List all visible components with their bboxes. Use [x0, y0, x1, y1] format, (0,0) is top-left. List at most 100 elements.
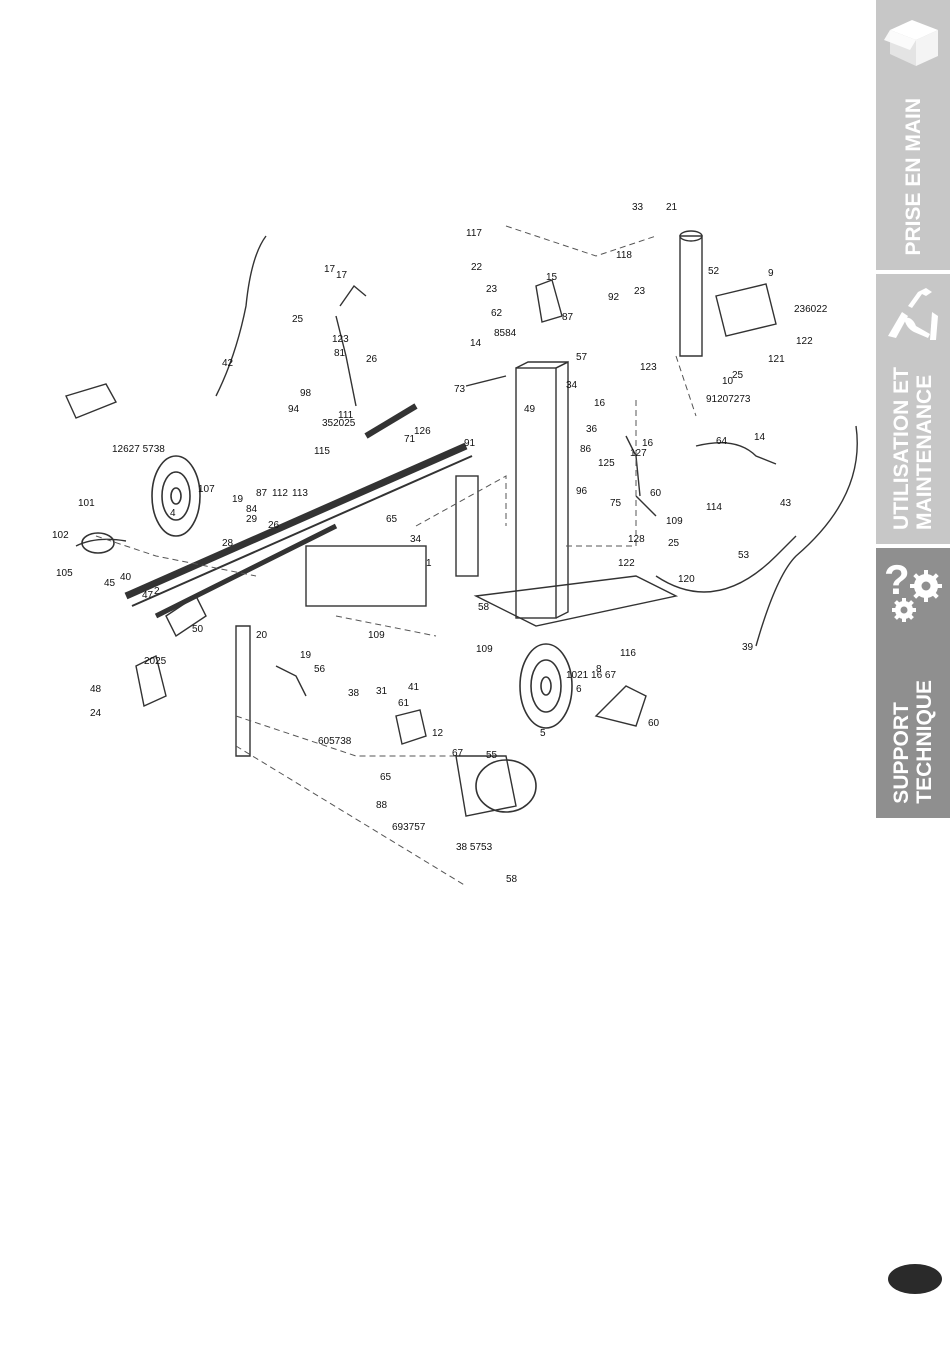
wrench-icon [882, 282, 944, 344]
part-label: 98 [300, 388, 312, 399]
part-label: 45 [104, 578, 116, 589]
part-label: 14 [470, 338, 482, 349]
part-label: 39 [742, 642, 754, 653]
part-label: 88 [376, 800, 388, 811]
part-label: 91 [464, 438, 476, 449]
part-label: 42 [222, 358, 234, 369]
tab-support-technique[interactable]: ? SUPPORT TECHNIQUE [876, 548, 950, 818]
part-label: 23 [486, 284, 498, 295]
tab-utilisation-et-maintenance[interactable]: UTILISATION ET MAINTENANCE [876, 274, 950, 544]
part-label: 8 [596, 664, 602, 675]
part-label: 49 [524, 404, 536, 415]
part-label: 16 [642, 438, 654, 449]
part-label: 26 [366, 354, 378, 365]
part-label: 41 [408, 682, 420, 693]
part-label: 12 [432, 728, 444, 739]
part-labels: 33 21 117 118 22 52 9 15 23 23 92 236022… [52, 202, 828, 885]
part-label: 58 [506, 874, 518, 885]
part-label: 111 [338, 410, 354, 421]
part-label: 121 [768, 354, 785, 365]
part-label: 60 [650, 488, 662, 499]
part-label: 21 [666, 202, 678, 213]
part-label: 52 [708, 266, 720, 277]
part-label: 352025 [322, 418, 356, 429]
part-label: 19 [232, 494, 244, 505]
part-label: 9 [768, 268, 774, 279]
part-label: 12627 5738 [112, 444, 165, 455]
part-label: 122 [618, 558, 635, 569]
part-label: 34 [566, 380, 578, 391]
exploded-parts-diagram: 33 21 117 118 22 52 9 15 23 23 92 236022… [52, 202, 858, 887]
part-label: 25 [668, 538, 680, 549]
part-label: 113 [292, 488, 308, 499]
part-label: 34 [410, 534, 422, 545]
part-label: 117 [466, 228, 482, 239]
part-label: 115 [314, 446, 330, 457]
part-label: 92 [608, 292, 620, 303]
part-label: 22 [471, 262, 483, 273]
part-label: 19 [300, 650, 312, 661]
part-label: 75 [610, 498, 622, 509]
part-label: 127 [630, 448, 647, 459]
part-label: 17 [336, 270, 348, 281]
part-label: 109 [476, 644, 493, 655]
part-label: 65 [380, 772, 392, 783]
tab-label: UTILISATION ET MAINTENANCE [890, 367, 936, 530]
part-label: 1021 16 67 [566, 670, 616, 681]
tab-label: PRISE EN MAIN [901, 98, 925, 256]
part-label: 128 [628, 534, 645, 545]
part-label: 102 [52, 530, 69, 541]
part-label: 20 [256, 630, 268, 641]
part-label: 114 [706, 502, 722, 513]
part-label: 1 [426, 558, 432, 569]
part-label: 60 [648, 718, 660, 729]
part-label: 120 [678, 574, 695, 585]
part-label: 94 [288, 404, 300, 415]
part-label: 15 [546, 272, 558, 283]
part-label: 64 [716, 436, 728, 447]
part-label: 109 [368, 630, 385, 641]
part-label: 40 [120, 572, 132, 583]
tab-prise-en-main[interactable]: PRISE EN MAIN [876, 0, 950, 270]
part-label: 17 [324, 264, 336, 275]
part-label: 81 [334, 348, 346, 359]
part-label: 107 [198, 484, 215, 495]
part-label: 65 [386, 514, 398, 525]
part-label: 87 [256, 488, 268, 499]
part-label: 126 [414, 426, 431, 437]
part-label: 57 [576, 352, 588, 363]
part-label: 605738 [318, 736, 352, 747]
part-label: 122 [796, 336, 813, 347]
part-label: 53 [738, 550, 750, 561]
svg-text:?: ? [884, 556, 910, 603]
part-label: 116 [620, 648, 636, 659]
part-label: 101 [78, 498, 95, 509]
part-label: 58 [478, 602, 490, 613]
part-label: 125 [598, 458, 615, 469]
tab-label: SUPPORT TECHNIQUE [890, 680, 936, 804]
part-label: 62 [491, 308, 503, 319]
part-label: 28 [222, 538, 234, 549]
part-label: 14 [754, 432, 766, 443]
part-label: 8584 [494, 328, 517, 339]
box-icon [882, 8, 944, 70]
part-label: 33 [632, 202, 644, 213]
part-label: 123 [332, 334, 349, 345]
part-label: 25 [732, 370, 744, 381]
part-label: 105 [56, 568, 73, 579]
part-label: 55 [486, 750, 498, 761]
part-label: 47 [142, 590, 154, 601]
part-label: 71 [404, 434, 416, 445]
part-label: 87 [562, 312, 574, 323]
part-label: 29 [246, 514, 258, 525]
part-label: 36 [586, 424, 598, 435]
part-label: 123 [640, 362, 657, 373]
part-label: 5 [540, 728, 546, 739]
part-label: 73 [454, 384, 466, 395]
part-label: 6 [576, 684, 582, 695]
part-label: 91207273 [706, 394, 751, 405]
part-label: 84 [246, 504, 258, 515]
page-number-marker [888, 1264, 942, 1294]
part-label: 25 [292, 314, 304, 325]
part-label: 112 [272, 488, 288, 499]
